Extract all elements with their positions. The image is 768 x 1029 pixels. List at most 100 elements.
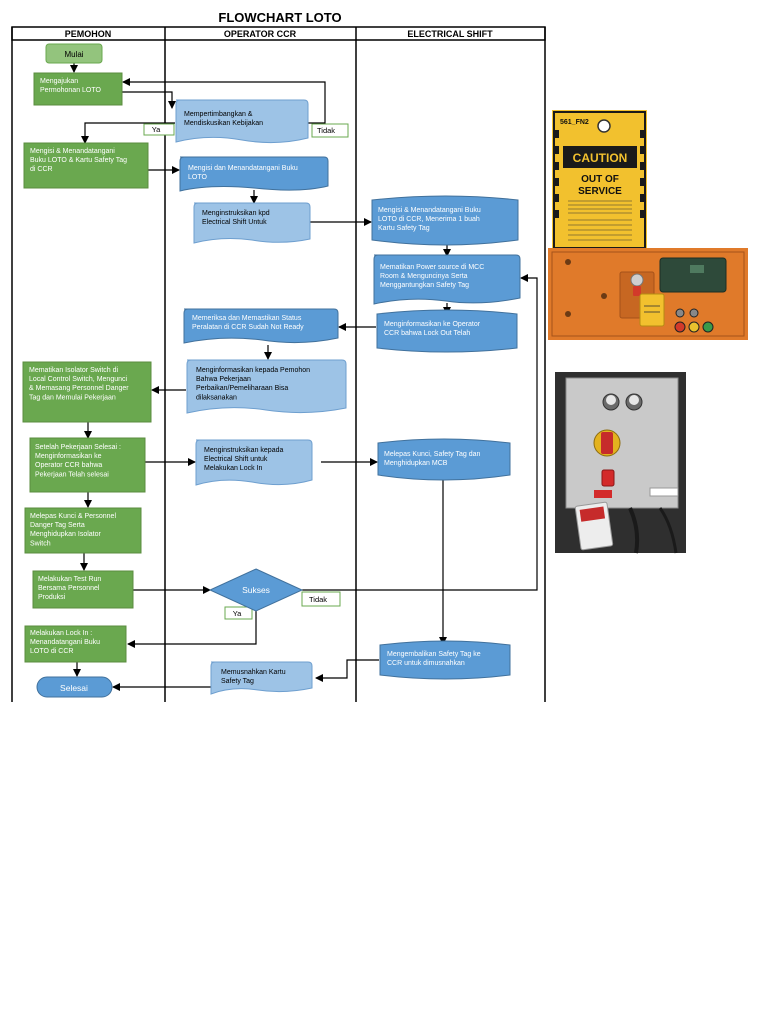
caution-tag-line2: SERVICE <box>578 186 622 197</box>
label-line: Bahwa Pekerjaan <box>196 376 251 383</box>
label-line: CCR bahwa Lock Out Telah <box>384 330 470 337</box>
node-mempertimbangkan-shape <box>175 99 309 144</box>
lane-header-operator: OPERATOR CCR <box>224 29 297 39</box>
label-line: Mempertimbangkan & <box>184 111 253 118</box>
label-line: Peralatan di CCR Sudah Not Ready <box>192 324 304 331</box>
label-line: Menginformasikan ke <box>35 453 102 460</box>
label-line: di CCR <box>30 166 53 173</box>
label-line: Menginformasikan ke Operator <box>384 321 481 328</box>
label-line: Electrical Shift Untuk <box>202 219 267 226</box>
node-memusnahkan-shape <box>210 661 313 695</box>
label-line: Selesai <box>60 683 88 693</box>
node-mulai-shape <box>45 43 103 64</box>
edge-label-tidak-2: Tidak <box>309 595 327 604</box>
label-line: LOTO di CCR <box>30 648 73 655</box>
label-line: Menginformasikan kepada Pemohon <box>196 367 310 374</box>
edge-mengajukan-mempertimbangkan <box>122 91 176 109</box>
label-line: & Memasang Personnel Danger <box>29 385 129 392</box>
swimlanes: PEMOHON OPERATOR CCR ELECTRICAL SHIFT <box>11 26 546 702</box>
label-line: Melepas Kunci & Personnel <box>30 513 116 520</box>
node-mengisi-electrical-shape <box>371 195 519 246</box>
label-line: Mengisi dan Menandatangani Buku <box>188 165 298 172</box>
edge-label-tidak-1: Tidak <box>317 126 335 135</box>
safety-tag-icon <box>639 293 665 327</box>
label-line: Mengisi & Menandatangani <box>30 148 115 155</box>
edge-mengembalikan-memusnahkan <box>315 659 379 682</box>
edge-ya-lockin <box>127 610 257 648</box>
label-line: Sukses <box>242 585 270 595</box>
node-selesai-shape <box>36 676 113 698</box>
node-selesai-label: Selesai <box>60 683 88 693</box>
label-line: Produksi <box>38 594 66 601</box>
label-line: Switch <box>30 540 51 547</box>
label-line: Memeriksa dan Memastikan Status <box>192 315 302 322</box>
node-setelah-selesai-shape <box>29 437 146 493</box>
node-setelah-selesai-label: Setelah Pekerjaan Selesai : Menginformasi… <box>35 444 121 478</box>
node-mengembalikan-label: Mengembalikan Safety Tag ke CCR untuk dim… <box>387 651 481 667</box>
caution-tag-code: 561_FN2 <box>560 119 589 126</box>
label-line: Menginstruksikan kepada <box>204 447 283 454</box>
caution-tag-heading: CAUTION <box>573 151 628 165</box>
edge-ya-mengisi <box>81 122 175 144</box>
node-mematikan-power-label: Mematikan Power source di MCC Room & Meng… <box>380 264 484 289</box>
label-line: Permohonan LOTO <box>40 87 102 94</box>
padlock-icon <box>601 469 615 487</box>
node-mematikan-isolator-shape <box>22 361 152 423</box>
caution-tag-line1: OUT OF <box>581 174 619 185</box>
lane-header-pemohon: PEMOHON <box>65 29 112 39</box>
edge-labels: Ya Tidak Ya Tidak <box>143 123 349 620</box>
label-line: Melakukan Lock In <box>204 465 262 472</box>
edge-label-ya-1: Ya <box>152 125 161 134</box>
label-line: Mengisi & Menandatangani Buku <box>378 207 481 214</box>
label-line: Mendiskusikan Kebijakan <box>184 120 263 127</box>
node-menginformasikan-lock-shape <box>376 309 518 353</box>
label-line: Setelah Pekerjaan Selesai : <box>35 444 121 451</box>
connectors <box>70 63 538 691</box>
node-mengembalikan-shape <box>379 640 511 680</box>
label-line: Menandatangani Buku <box>30 639 100 646</box>
node-menginformasikan-pemohon-shape <box>186 359 347 414</box>
label-line: Electrical Shift untuk <box>204 456 268 463</box>
label-line: Menginstruksikan kpd <box>202 210 270 217</box>
node-menginstruksikan-1-shape <box>193 202 311 244</box>
label-line: Melepas Kunci, Safety Tag dan <box>384 451 480 458</box>
label-line: Bersama Personnel <box>38 585 100 592</box>
label-line: Perbaikan/Pemeliharaan Bisa <box>196 385 288 392</box>
label-line: Local Control Switch, Mengunci <box>29 376 127 383</box>
photo-orange-panel <box>548 248 748 340</box>
label-line: Kartu Safety Tag <box>378 225 430 232</box>
label-line: Melakukan Lock In : <box>30 630 92 637</box>
node-mengisi-pemohon-shape <box>23 142 149 189</box>
label-line: LOTO di CCR, Menerima 1 buah <box>378 216 480 223</box>
label-line: CCR untuk dimusnahkan <box>387 660 465 667</box>
label-line: Pekerjaan Telah selesai <box>35 471 109 478</box>
edge-label-ya-2: Ya <box>233 609 242 618</box>
node-mematikan-power-shape <box>373 254 521 305</box>
node-melepas-kunci-mcb-shape <box>377 438 511 481</box>
node-mulai-label: Mulai <box>64 50 83 59</box>
label-line: Mengajukan <box>40 78 78 85</box>
label-line: Mengembalikan Safety Tag ke <box>387 651 481 658</box>
node-mempertimbangkan-label: Mempertimbangkan & Mendiskusikan Kebijaka… <box>184 111 263 127</box>
label-line: Safety Tag <box>221 678 254 685</box>
label-line: Room & Menguncinya Serta <box>380 273 468 280</box>
tag-hole-icon <box>597 119 611 133</box>
label-line: Mematikan Power source di MCC <box>380 264 484 271</box>
label-line: Danger Tag Serta <box>30 522 85 529</box>
edge-tidak-retry <box>302 274 538 591</box>
